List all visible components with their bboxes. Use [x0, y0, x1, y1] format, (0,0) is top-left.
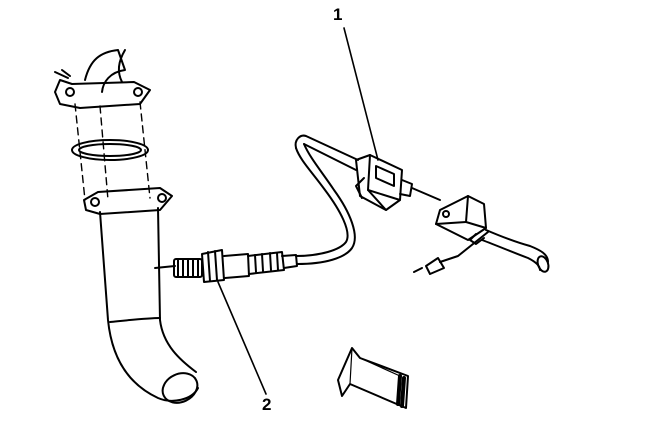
leader-lines [217, 27, 379, 395]
manifold-bracket [54, 49, 151, 109]
oxygen-sensor [154, 249, 298, 283]
sensor-harness [294, 134, 359, 265]
electrical-connector [355, 154, 413, 211]
vehicle-harness [411, 187, 550, 275]
callout-1: 1 [333, 5, 343, 24]
callout-2: 2 [262, 395, 272, 414]
exhaust-pipe [99, 207, 199, 404]
exhaust-gasket [71, 139, 149, 161]
alignment-lines [74, 101, 151, 201]
exhaust-flange [83, 187, 173, 215]
front-arrow-icon [337, 347, 409, 409]
